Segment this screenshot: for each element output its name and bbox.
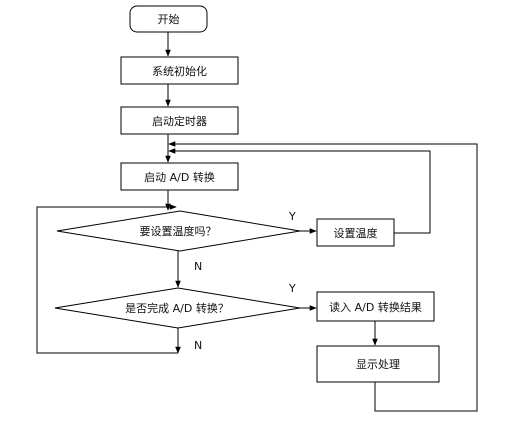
loop-set-temp-to-ad xyxy=(168,148,431,234)
yes-label-1: Y xyxy=(288,210,296,223)
start-ad-box: 启动 A/D 转换 xyxy=(120,162,239,191)
set-temp-decision: 要设置温度吗？ xyxy=(56,210,301,252)
set-temp-box: 设置温度 xyxy=(316,218,395,247)
no-label-1: N xyxy=(194,260,202,273)
start-label: 开始 xyxy=(158,12,180,26)
read-ad-label: 读入 A/D 转换结果 xyxy=(329,300,422,314)
system-init-label: 系统初始化 xyxy=(152,64,207,78)
ad-done-question: 是否完成 A/D 转换？ xyxy=(125,301,229,315)
loop-no-back-to-decision1 xyxy=(36,204,178,354)
start-timer-box: 启动定时器 xyxy=(120,106,239,135)
yes-label-2: Y xyxy=(288,282,296,295)
system-init-box: 系统初始化 xyxy=(120,56,239,85)
start-node: 开始 xyxy=(129,5,208,33)
display-label: 显示处理 xyxy=(356,358,400,371)
ad-done-decision: 是否完成 A/D 转换？ xyxy=(54,287,301,329)
start-timer-label: 启动定时器 xyxy=(152,114,207,128)
set-temp-label: 设置温度 xyxy=(334,226,378,240)
set-temp-question: 要设置温度吗？ xyxy=(140,224,217,238)
start-ad-label: 启动 A/D 转换 xyxy=(144,170,215,184)
read-ad-box: 读入 A/D 转换结果 xyxy=(316,291,435,322)
no-label-2: N xyxy=(194,339,202,352)
display-box: 显示处理 xyxy=(316,345,440,383)
loop-display-to-ad xyxy=(168,141,478,412)
